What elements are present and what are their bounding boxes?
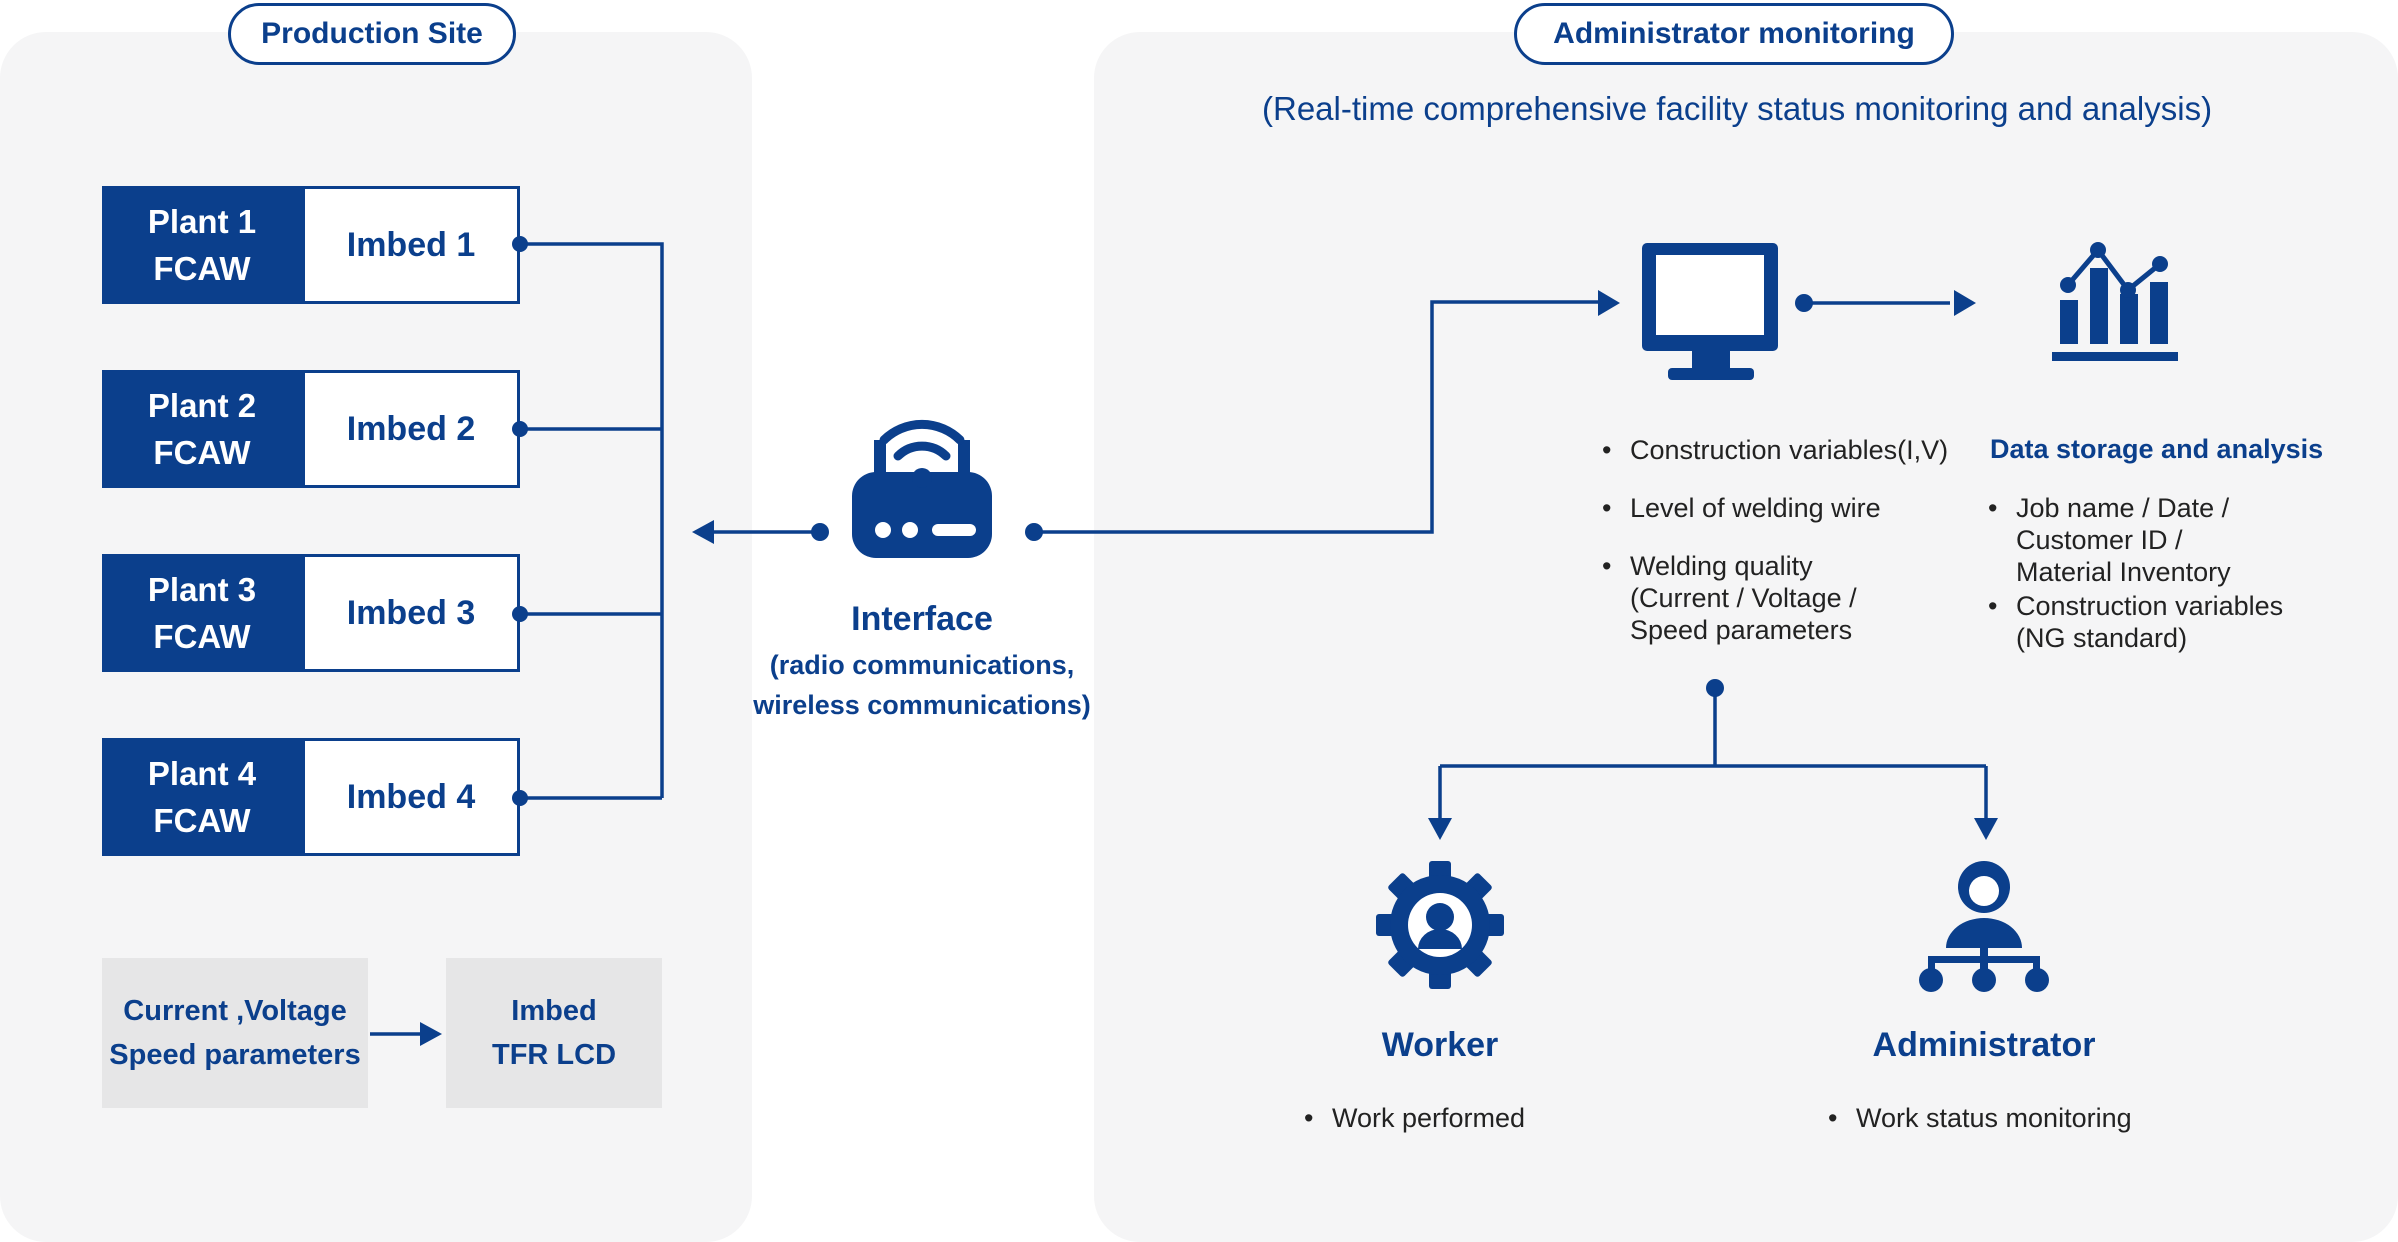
- monitor-items-list: Construction variables(I,V) Level of wel…: [1602, 434, 1962, 646]
- plant-process: FCAW: [153, 434, 251, 471]
- plant-name: Plant 4: [147, 755, 257, 792]
- imbed-3-box: Imbed 3: [302, 554, 520, 672]
- arrow-monitor-head: [1598, 290, 1620, 316]
- imbed-2-box: Imbed 2: [302, 370, 520, 488]
- imbed-1-box: Imbed 1: [302, 186, 520, 304]
- plant-process: FCAW: [153, 802, 251, 839]
- router-wifi-icon: [852, 419, 992, 558]
- admin-monitoring-title: Administrator monitoring: [1514, 3, 1954, 65]
- plant-name: Plant 1: [147, 203, 257, 240]
- plant-process: FCAW: [153, 618, 251, 655]
- plant-2-box: Plant 2 FCAW: [102, 370, 302, 488]
- split-line: [1438, 688, 1988, 818]
- administrator-title: Administrator: [1872, 1026, 2096, 1064]
- interface-subtitle-2: wireless communications): [753, 690, 1091, 720]
- plant-name: Plant 2: [147, 387, 257, 424]
- admin-monitoring-subtitle: (Real-time comprehensive facility status…: [1262, 90, 2213, 127]
- arrow-left-head: [692, 520, 714, 544]
- data-storage-title: Data storage and analysis: [1990, 434, 2324, 464]
- box-line: Imbed: [511, 995, 597, 1027]
- worker-gear-icon: [1376, 861, 1504, 989]
- arrow-chart-head: [1954, 290, 1976, 316]
- interface-to-monitor-line: [1034, 300, 1600, 534]
- interface-title: Interface: [851, 600, 993, 638]
- plant-4-box: Plant 4 FCAW: [102, 738, 302, 856]
- arrow-worker-head: [1428, 818, 1452, 840]
- arrow-admin-head: [1974, 818, 1998, 840]
- administrator-list: Work status monitoring: [1828, 1102, 2168, 1134]
- arrow-lcd-head: [420, 1022, 442, 1046]
- monitor-icon: [1642, 243, 1778, 380]
- imbed-4-box: Imbed 4: [302, 738, 520, 856]
- plant-process: FCAW: [153, 250, 251, 287]
- list-item: Level of welding wire: [1602, 492, 1962, 524]
- list-item: Work performed: [1304, 1102, 1604, 1134]
- list-item: Construction variables(I,V): [1602, 434, 1962, 466]
- imbed-tfr-lcd-box: Imbed TFR LCD: [446, 958, 662, 1108]
- list-item: Construction variables (NG standard): [1988, 590, 2316, 654]
- list-item: Job name / Date / Customer ID / Material…: [1988, 492, 2246, 588]
- worker-title: Worker: [1381, 1026, 1499, 1064]
- box-line: Speed parameters: [109, 1039, 361, 1071]
- plant-3-box: Plant 3 FCAW: [102, 554, 302, 672]
- imbed-bus-line: [520, 242, 664, 800]
- interface-subtitle-1: (radio communications,: [769, 650, 1075, 680]
- worker-list: Work performed: [1304, 1102, 1604, 1134]
- bar-chart-icon: [2052, 242, 2178, 361]
- list-item: Welding quality (Current / Voltage / Spe…: [1602, 550, 1890, 646]
- plant-1-box: Plant 1 FCAW: [102, 186, 302, 304]
- administrator-network-icon: [1919, 861, 2049, 992]
- box-line: TFR LCD: [491, 1039, 617, 1071]
- data-storage-list: Job name / Date / Customer ID / Material…: [1988, 492, 2308, 654]
- plant-name: Plant 3: [147, 571, 257, 608]
- box-line: Current ,Voltage: [123, 995, 347, 1027]
- production-site-title: Production Site: [228, 3, 516, 65]
- list-item: Work status monitoring: [1828, 1102, 2168, 1134]
- current-voltage-box: Current ,Voltage Speed parameters: [102, 958, 368, 1108]
